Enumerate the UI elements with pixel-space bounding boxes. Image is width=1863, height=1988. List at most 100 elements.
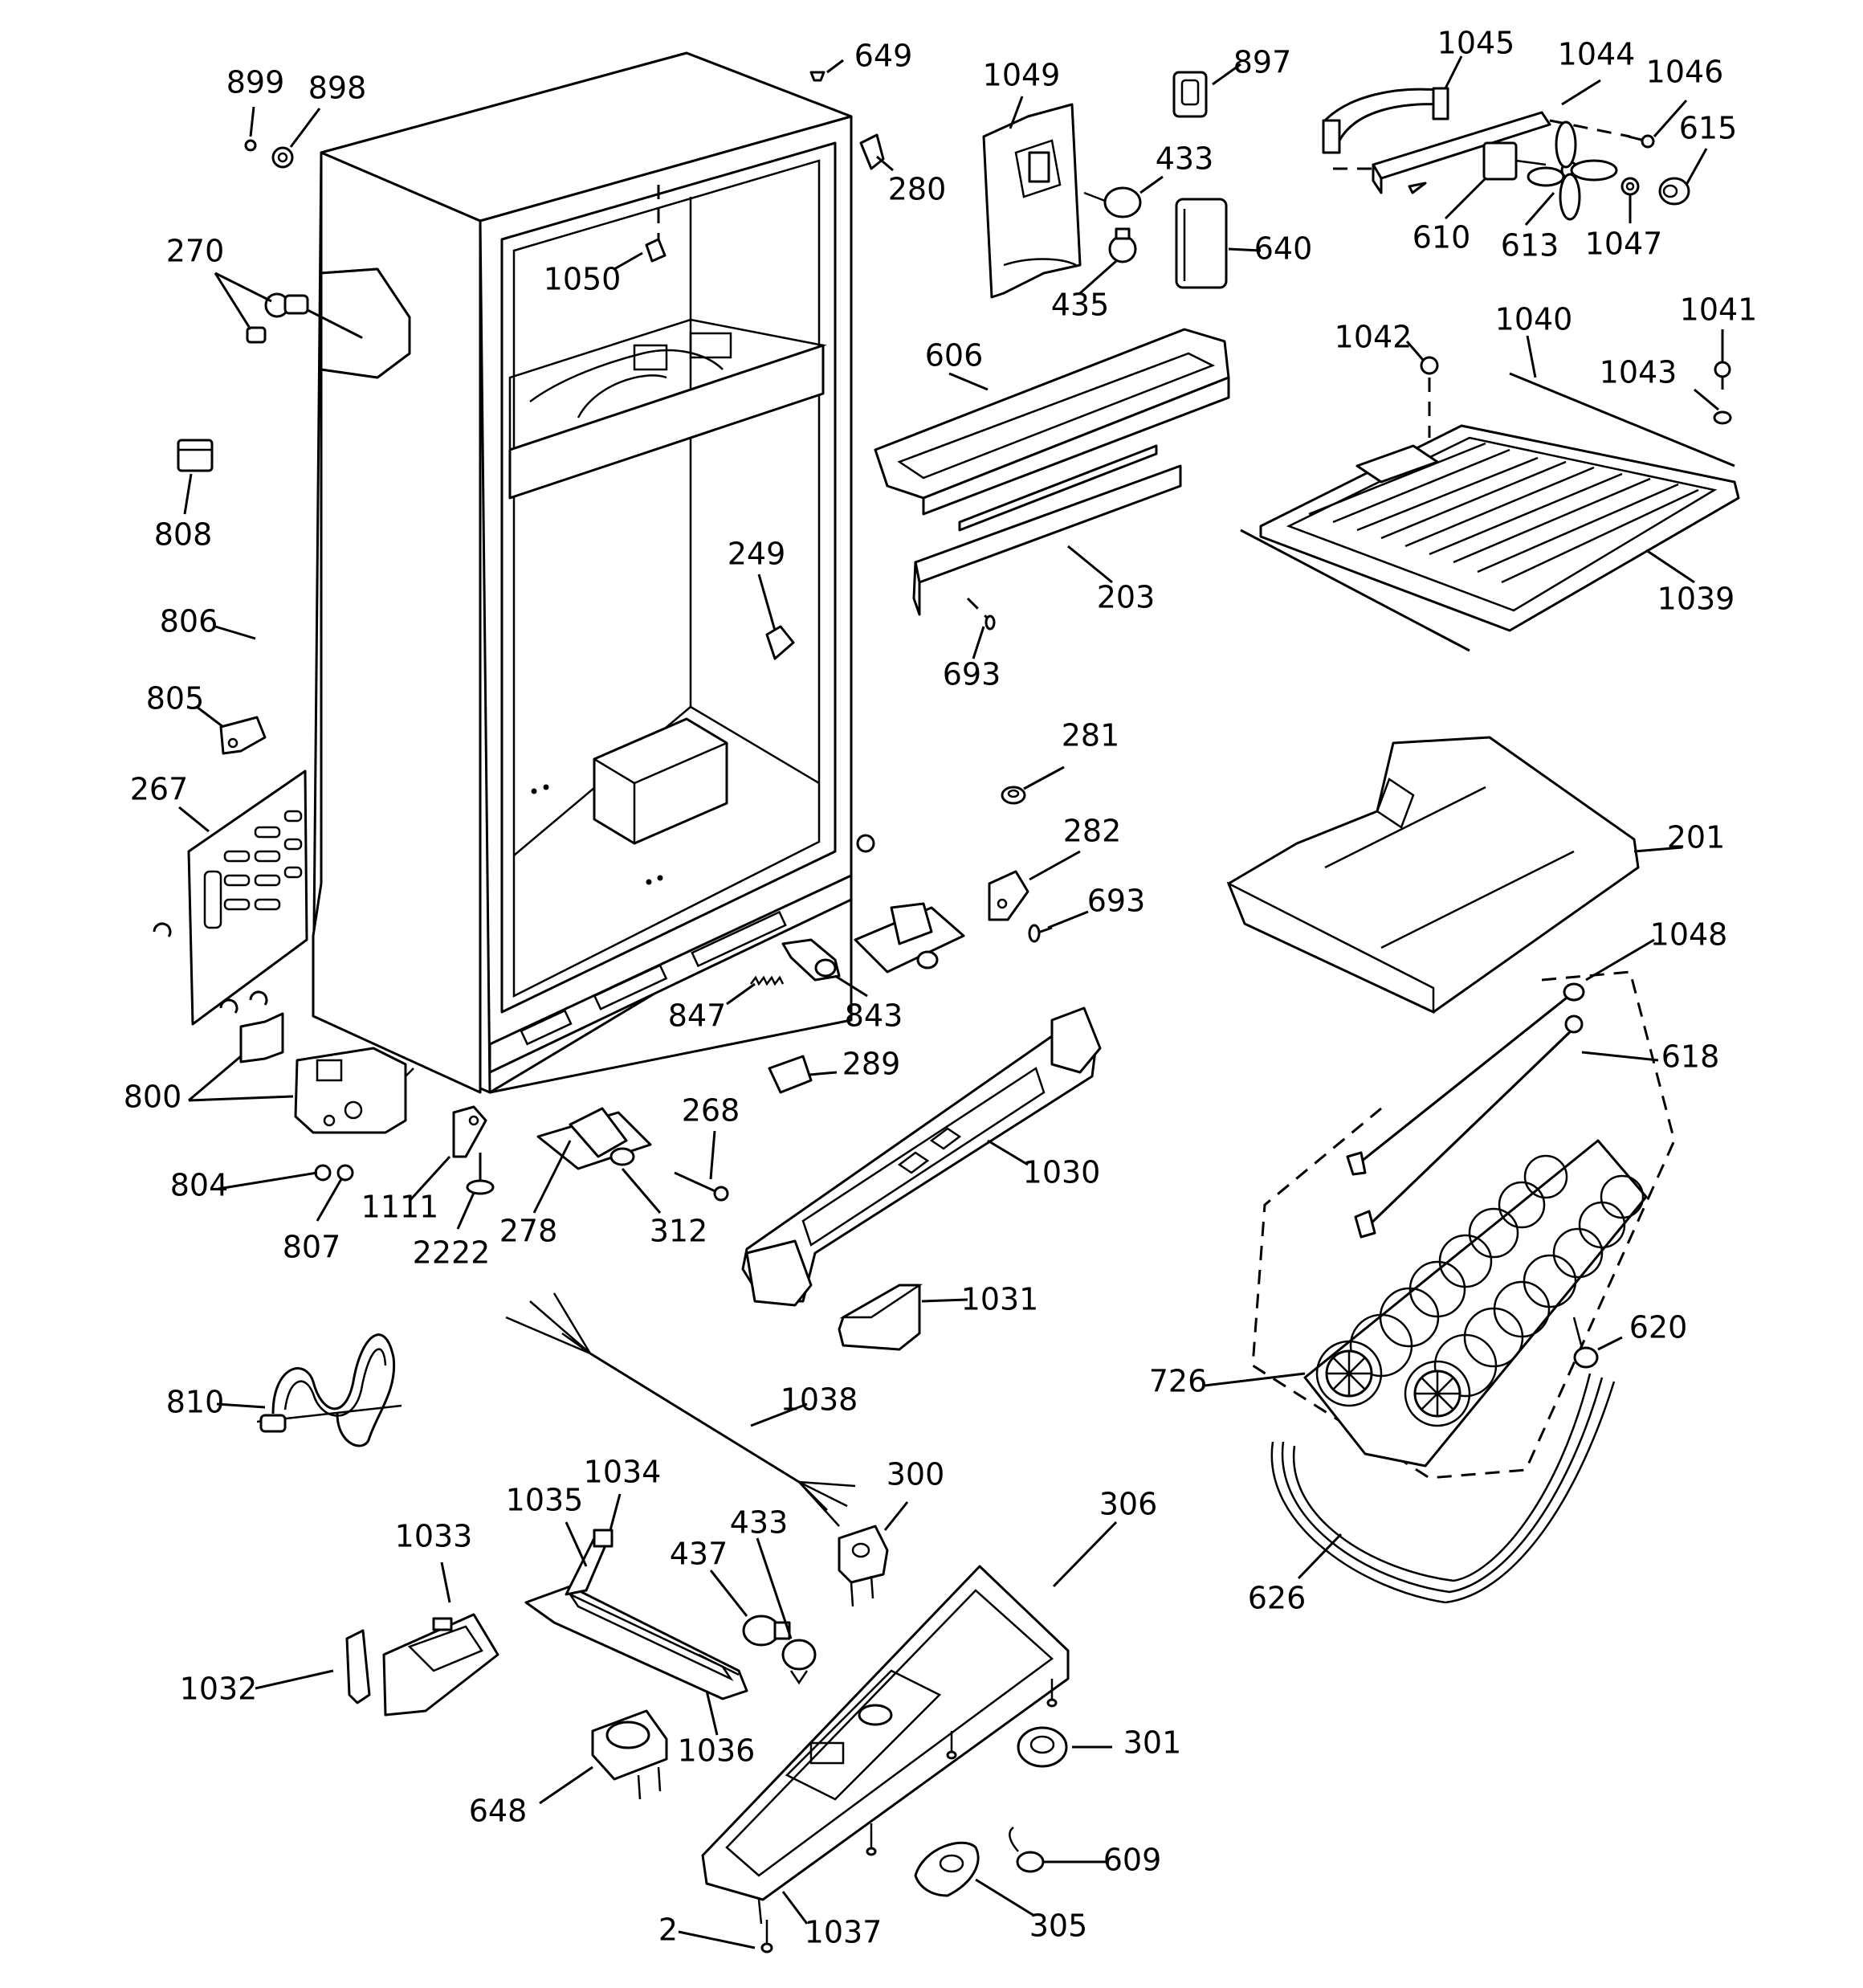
label-289: 289 — [842, 1047, 901, 1082]
label-1036: 1036 — [678, 1733, 756, 1769]
part-1041-screw-icon — [1714, 361, 1731, 390]
label-435: 435 — [1051, 288, 1110, 323]
part-843-icon — [781, 938, 841, 982]
part-648-icon — [591, 1709, 668, 1800]
part-hinge-bracket-icon — [854, 902, 965, 974]
part-1050-icon — [645, 185, 667, 263]
part-2-screw-icon — [760, 1920, 773, 1953]
part-305-icon — [914, 1841, 980, 1897]
label-1050: 1050 — [544, 262, 622, 297]
part-1030-duct-icon — [741, 1006, 1102, 1307]
label-1035: 1035 — [506, 1483, 584, 1518]
label-1033: 1033 — [395, 1519, 473, 1554]
label-203: 203 — [1097, 580, 1156, 615]
label-268: 268 — [682, 1093, 740, 1129]
part-small-ring-cabinet-icon — [856, 834, 875, 853]
label-1034: 1034 — [584, 1455, 662, 1490]
part-281-icon — [1001, 786, 1026, 805]
label-606: 606 — [925, 338, 984, 374]
part-433-socket-icon — [1083, 186, 1142, 218]
part-1042-screw-icon — [1420, 356, 1439, 438]
label-306: 306 — [1099, 1487, 1158, 1522]
label-615: 615 — [1679, 111, 1738, 146]
part-282-bracket-icon — [988, 870, 1029, 921]
part-897-icon — [1172, 71, 1208, 118]
label-201: 201 — [1667, 820, 1726, 855]
part-433-socket-bottom-icon — [781, 1639, 817, 1685]
label-1046: 1046 — [1646, 55, 1724, 90]
label-1031: 1031 — [961, 1282, 1039, 1317]
part-640-cover-icon — [1175, 198, 1228, 289]
label-1039: 1039 — [1657, 582, 1735, 617]
part-899-icon — [244, 139, 257, 152]
label-618: 618 — [1661, 1039, 1720, 1075]
part-1037-306-pan-icon — [701, 1565, 1070, 1925]
part-435-bulb-icon — [1108, 227, 1137, 263]
label-640: 640 — [1254, 231, 1313, 267]
label-281: 281 — [1062, 718, 1120, 753]
part-1039-grille-icon — [1240, 424, 1740, 652]
label-843: 843 — [845, 998, 903, 1034]
part-808-icon — [177, 439, 214, 472]
label-609: 609 — [1103, 1843, 1162, 1878]
part-805-clip-icon — [219, 716, 267, 755]
part-1040-rod-icon — [1509, 372, 1735, 467]
label-301: 301 — [1123, 1725, 1182, 1761]
label-806: 806 — [160, 604, 218, 639]
label-810: 810 — [166, 1385, 225, 1420]
part-280-icon — [859, 133, 885, 170]
part-437-lamp-icon — [742, 1614, 791, 1647]
part-270-icon — [246, 292, 363, 344]
part-278-hinge-icon — [536, 1107, 652, 1170]
label-804: 804 — [170, 1168, 229, 1203]
label-898: 898 — [308, 71, 367, 106]
label-2: 2 — [658, 1912, 678, 1948]
label-726: 726 — [1149, 1364, 1208, 1399]
label-1111: 1111 — [361, 1190, 439, 1225]
label-1038: 1038 — [781, 1382, 858, 1418]
part-1047-icon — [1620, 177, 1640, 196]
label-1040: 1040 — [1495, 302, 1573, 337]
label-1037: 1037 — [805, 1915, 883, 1950]
refrigerator-cabinet — [312, 51, 853, 1094]
label-693-lower: 693 — [1087, 884, 1146, 919]
part-693-pin-icon — [984, 614, 996, 631]
part-1031-icon — [838, 1284, 923, 1351]
part-615-icon — [1658, 177, 1690, 206]
label-620: 620 — [1629, 1310, 1688, 1345]
label-626: 626 — [1248, 1581, 1307, 1616]
part-618-heater-icon — [1354, 1014, 1584, 1239]
part-800-bracket-icon — [219, 990, 414, 1134]
part-649-icon — [809, 71, 826, 82]
label-897: 897 — [1233, 45, 1292, 80]
part-1048-heater-icon — [1346, 982, 1585, 1176]
label-800: 800 — [124, 1080, 182, 1115]
label-899: 899 — [226, 65, 285, 100]
leader-lines — [178, 55, 1724, 1949]
label-312: 312 — [650, 1214, 708, 1249]
label-1032: 1032 — [180, 1672, 258, 1707]
label-693-upper: 693 — [943, 657, 1001, 692]
label-433-bottom: 433 — [730, 1505, 789, 1541]
label-847: 847 — [668, 998, 727, 1034]
label-610: 610 — [1413, 220, 1471, 255]
part-693-screw-icon — [1028, 924, 1053, 943]
part-1045-icon — [1322, 87, 1449, 154]
label-282: 282 — [1063, 814, 1122, 849]
part-1038-harness-icon — [505, 1292, 856, 1527]
label-613: 613 — [1501, 228, 1559, 263]
part-726-evaporator-icon — [1251, 970, 1676, 1480]
part-1032-icon — [345, 1629, 371, 1704]
label-805: 805 — [146, 681, 205, 716]
part-626-heater-icon — [1270, 1373, 1616, 1604]
part-610-motor-icon — [1482, 141, 1547, 181]
part-1046-screw-icon — [1628, 134, 1655, 149]
part-267-panel-icon — [153, 769, 308, 1026]
part-301-wheel-icon — [1017, 1726, 1068, 1768]
part-806-tube-icon — [248, 351, 285, 733]
label-1049: 1049 — [983, 58, 1061, 93]
part-606-cover-icon — [874, 328, 1230, 532]
part-2222-leveler-icon — [466, 1153, 495, 1195]
part-289-clip-icon — [768, 1055, 813, 1094]
